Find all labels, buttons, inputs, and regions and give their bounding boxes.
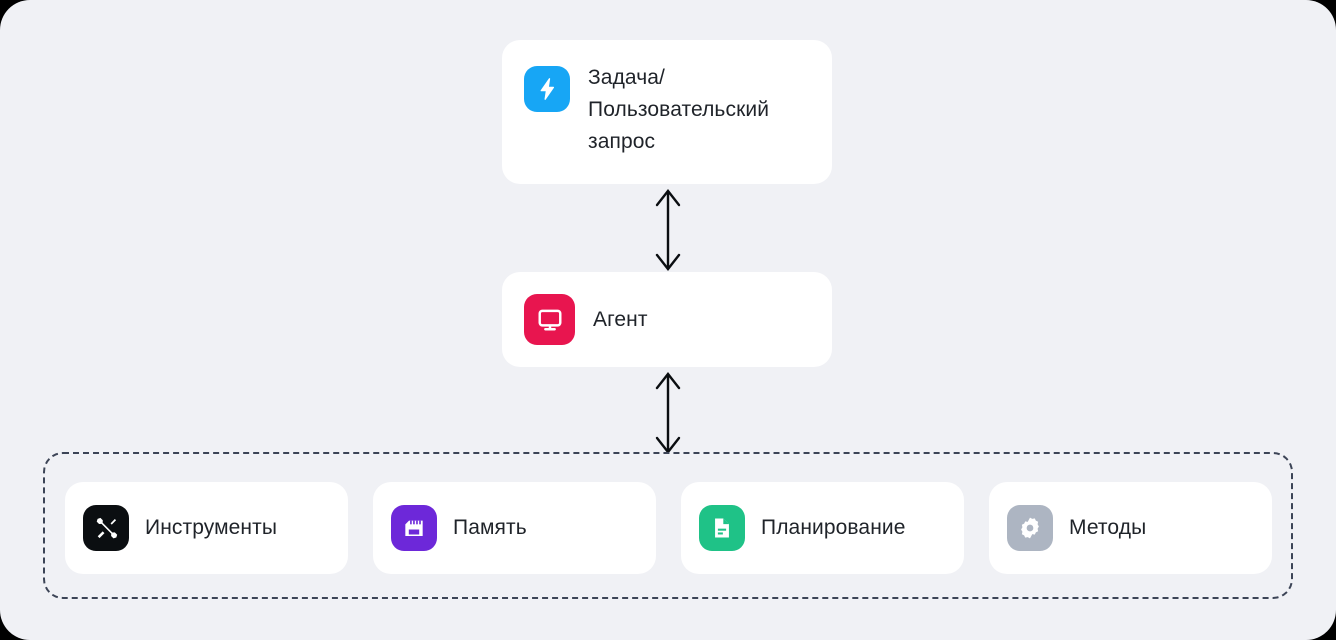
task-node-label: Задача/ Пользовательский запрос [588, 66, 770, 153]
capabilities-group-outline [43, 452, 1293, 599]
monitor-icon [524, 294, 575, 345]
capability-card-planning[interactable]: Планирование [681, 482, 964, 574]
agent-node-label: Агент [593, 307, 648, 331]
task-agent-connector [648, 187, 688, 273]
capability-label-memory: Память [453, 516, 527, 539]
tools-icon [83, 505, 129, 551]
agent-node-card[interactable]: Агент [502, 272, 832, 367]
memory-chip-icon [391, 505, 437, 551]
capability-label-methods: Методы [1069, 516, 1147, 539]
capability-card-methods[interactable]: Методы [989, 482, 1272, 574]
task-node-card[interactable]: Задача/ Пользовательский запрос [502, 40, 832, 184]
document-icon [699, 505, 745, 551]
lightning-bolt-icon [524, 66, 570, 112]
capability-card-tools[interactable]: Инструменты [65, 482, 348, 574]
capability-label-planning: Планирование [761, 516, 906, 539]
capability-card-memory[interactable]: Память [373, 482, 656, 574]
capability-label-tools: Инструменты [145, 516, 278, 539]
gear-icon [1007, 505, 1053, 551]
agent-capabilities-connector [648, 370, 688, 456]
